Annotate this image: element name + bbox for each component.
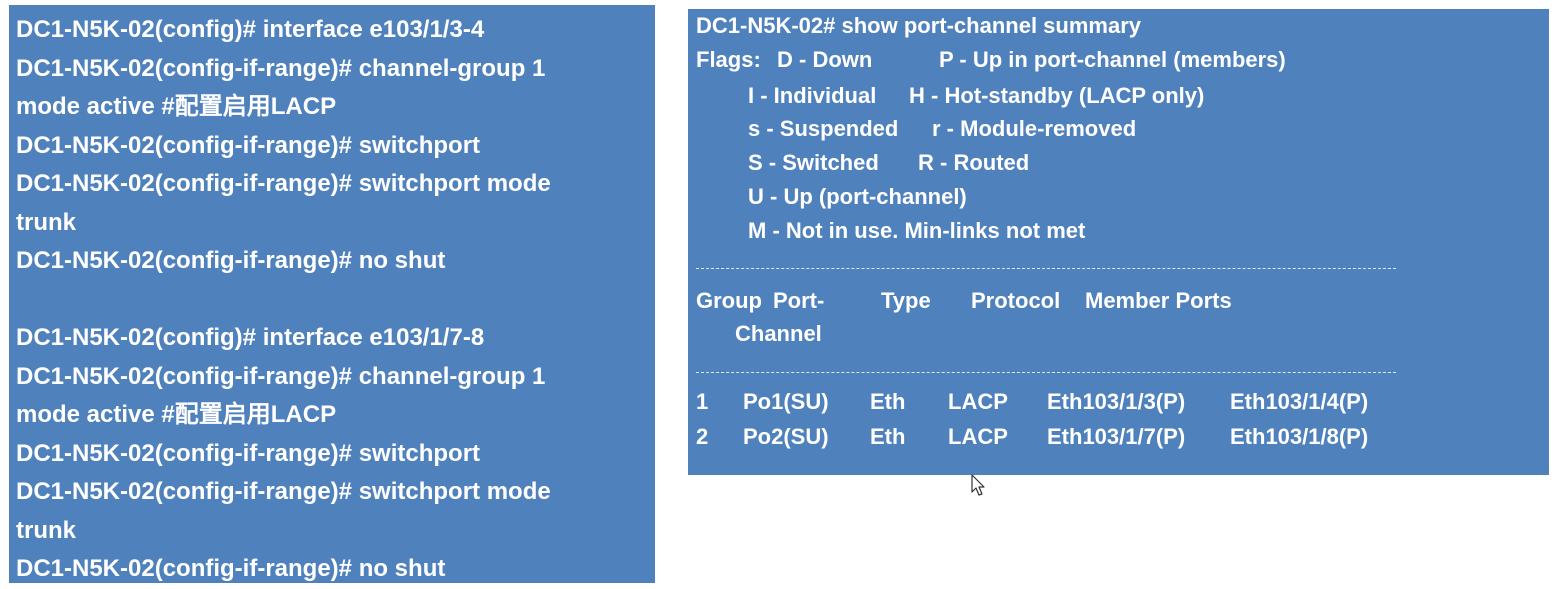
separator-line: [696, 372, 1396, 373]
config-line: trunk: [16, 516, 76, 544]
config-line: DC1-N5K-02(config)# interface e103/1/3-4: [16, 16, 485, 43]
flag-s-upper: S - Switched: [748, 150, 879, 175]
flag-r-upper: R - Routed: [918, 150, 1030, 175]
flag-m: M - Not in use. Min-links not met: [748, 218, 1086, 243]
flag-s-lower: s - Suspended: [748, 116, 899, 141]
row-2-member-1: Eth103/1/7(P): [1047, 424, 1186, 449]
header-member-ports: Member Ports: [1085, 288, 1232, 313]
config-line: DC1-N5K-02(config-if-range)# no shut: [16, 247, 446, 274]
separator-line: [696, 268, 1396, 269]
config-blank-line: [16, 281, 655, 320]
row-1-member-1: Eth103/1/3(P): [1047, 389, 1186, 414]
config-commands-panel: DC1-N5K-02(config)# interface e103/1/3-4…: [9, 5, 655, 583]
header-type: Type: [881, 288, 931, 313]
config-line: DC1-N5K-02(config-if-range)# no shut: [16, 555, 446, 582]
config-line: trunk: [16, 208, 76, 236]
header-group: Group: [696, 288, 762, 313]
config-line: DC1-N5K-02(config)# interface e103/1/7-8: [16, 324, 485, 351]
flags-label: Flags:: [696, 47, 761, 72]
config-line: DC1-N5K-02(config-if-range)# switchport …: [16, 170, 551, 197]
row-1-port-channel: Po1(SU): [743, 389, 829, 414]
port-channel-summary-panel: DC1-N5K-02# show port-channel summary Fl…: [688, 9, 1549, 475]
header-port-channel-1: Port-: [773, 288, 825, 313]
header-protocol: Protocol: [971, 288, 1061, 313]
row-1-member-2: Eth103/1/4(P): [1230, 389, 1369, 414]
config-line: DC1-N5K-02(config-if-range)# switchport: [16, 131, 481, 159]
row-2-type: Eth: [870, 424, 906, 449]
row-2-member-2: Eth103/1/8(P): [1230, 424, 1369, 449]
command-line: DC1-N5K-02# show port-channel summary: [696, 13, 1141, 38]
config-line: DC1-N5K-02(config-if-range)# channel-gro…: [16, 362, 546, 390]
config-line: mode active #配置启用LACP: [16, 93, 337, 120]
row-1-protocol: LACP: [948, 389, 1008, 414]
row-1-type: Eth: [870, 389, 906, 414]
flag-h: H - Hot-standby (LACP only): [909, 83, 1205, 108]
mouse-pointer-icon: [971, 474, 987, 498]
row-2-group: 2: [696, 424, 709, 449]
config-line: DC1-N5K-02(config-if-range)# channel-gro…: [16, 54, 546, 82]
header-port-channel-2: Channel: [735, 321, 822, 346]
config-line: mode active #配置启用LACP: [16, 401, 337, 428]
flag-u: U - Up (port-channel): [748, 184, 967, 209]
flag-p: P - Up in port-channel (members): [939, 47, 1286, 72]
config-line: DC1-N5K-02(config-if-range)# switchport: [16, 439, 481, 467]
flag-i: I - Individual: [748, 83, 877, 108]
row-1-group: 1: [696, 389, 709, 414]
flag-r-lower: r - Module-removed: [932, 116, 1137, 141]
flag-d: D - Down: [777, 47, 873, 72]
row-2-protocol: LACP: [948, 424, 1008, 449]
config-line: DC1-N5K-02(config-if-range)# switchport …: [16, 478, 551, 505]
row-2-port-channel: Po2(SU): [743, 424, 829, 449]
